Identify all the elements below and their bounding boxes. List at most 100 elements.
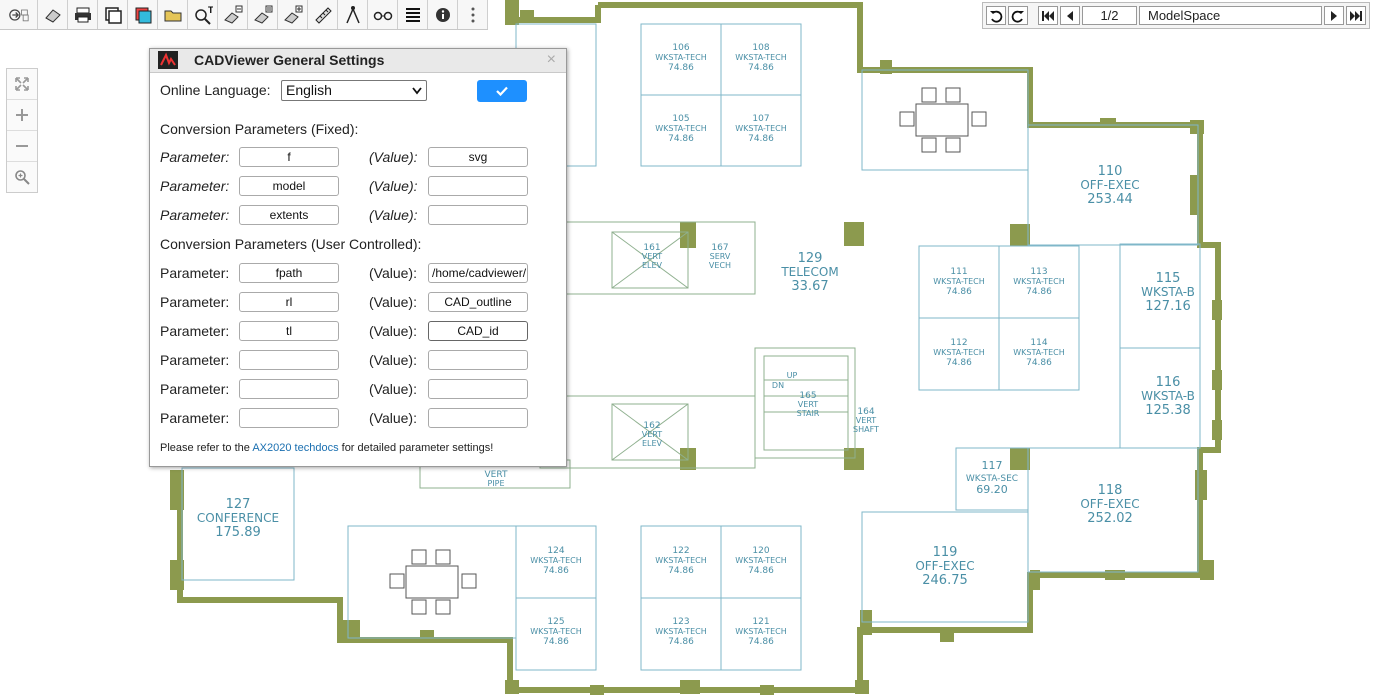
main-toolbar: T [0, 0, 488, 30]
room-name: OFF-EXEC [1080, 497, 1139, 511]
zoom-out-button[interactable] [7, 131, 37, 162]
page-color-button[interactable] [128, 0, 158, 29]
room-name: WKSTA-TECH [735, 124, 787, 133]
space-field[interactable]: ModelSpace [1139, 6, 1322, 25]
room-name: VERT [856, 416, 877, 425]
parameter-label: Parameter: [160, 323, 230, 339]
last-page-button[interactable] [1346, 6, 1366, 25]
value-label: (Value): [369, 352, 417, 368]
clear-minus-button[interactable] [218, 0, 248, 29]
core-lines [419, 221, 856, 489]
undo-button[interactable] [986, 6, 1006, 25]
value-label: (Value): [369, 207, 418, 223]
compass-button[interactable] [338, 0, 368, 29]
parameter-input[interactable]: f [239, 147, 339, 167]
clear-swap-button[interactable] [248, 0, 278, 29]
minus-icon [16, 145, 28, 147]
glasses-icon [373, 11, 392, 20]
parameter-input[interactable]: tl [239, 321, 339, 341]
room-area: 74.86 [748, 63, 774, 73]
value-label: (Value): [369, 410, 417, 426]
open-folder-button[interactable] [158, 0, 188, 29]
parameter-input[interactable] [239, 408, 339, 428]
lines-button[interactable] [398, 0, 428, 29]
page-number-field[interactable]: 1/2 [1082, 6, 1137, 25]
room-num: 114 [1030, 338, 1047, 348]
room-area: SHAFT [853, 425, 879, 434]
room-num: 129 [798, 251, 823, 266]
print-icon [74, 7, 91, 22]
zoom-extents-button[interactable] [7, 69, 37, 100]
room-labels: 106WKSTA-TECH74.86108WKSTA-TECH74.86105W… [197, 43, 1195, 647]
dialog-header[interactable]: CADViewer General Settings × [150, 49, 566, 73]
language-select[interactable]: English [281, 80, 427, 101]
zoom-window-button[interactable] [7, 162, 37, 192]
room-name: OFF-EXEC [1080, 178, 1139, 192]
print-button[interactable] [68, 0, 98, 29]
value-input[interactable] [428, 350, 528, 370]
parameter-input[interactable]: model [239, 176, 339, 196]
page-button[interactable] [98, 0, 128, 29]
room-name: WKSTA-TECH [530, 556, 582, 565]
footnote-prefix: Please refer to the [160, 442, 253, 454]
glasses-button[interactable] [368, 0, 398, 29]
room-name: VERT [642, 430, 663, 439]
navigate-button[interactable] [0, 0, 38, 29]
more-button[interactable] [458, 0, 488, 29]
info-button[interactable] [428, 0, 458, 29]
room-num: 162 [643, 421, 660, 431]
zoom-text-button[interactable]: T [188, 0, 218, 29]
value-input[interactable]: CAD_id [428, 321, 528, 341]
room-area: 74.86 [946, 358, 972, 368]
parameter-input[interactable] [239, 379, 339, 399]
apply-button[interactable] [477, 80, 527, 102]
room-num: 165 [799, 391, 816, 401]
room-num: 113 [1030, 267, 1047, 277]
previous-page-icon [1067, 10, 1073, 21]
first-page-button[interactable] [1038, 6, 1058, 25]
furniture [389, 87, 987, 615]
value-input[interactable] [428, 176, 528, 196]
close-button[interactable]: × [546, 51, 556, 68]
room-num: 106 [672, 43, 689, 53]
room-name: VERT [798, 400, 819, 409]
room-area: 74.86 [946, 287, 972, 297]
parameter-input[interactable] [239, 350, 339, 370]
techdocs-link[interactable]: AX2020 techdocs [252, 442, 339, 454]
clear-plus-button[interactable] [278, 0, 308, 29]
parameter-input[interactable]: rl [239, 292, 339, 312]
value-label: (Value): [369, 294, 417, 310]
room-area: VECH [709, 261, 731, 270]
room-num: 105 [672, 114, 689, 124]
next-page-button[interactable] [1324, 6, 1344, 25]
measure-button[interactable] [308, 0, 338, 29]
room-area: STAIR [797, 409, 820, 418]
parameter-label: Parameter: [160, 294, 230, 310]
more-icon [471, 7, 474, 22]
room-area: 33.67 [791, 279, 828, 294]
value-input[interactable] [428, 408, 528, 428]
parameter-input[interactable]: fpath [239, 263, 339, 283]
previous-page-button[interactable] [1060, 6, 1080, 25]
value-input[interactable]: /home/cadviewer/ [428, 263, 528, 283]
parameter-input[interactable]: extents [239, 205, 339, 225]
value-input[interactable] [428, 205, 528, 225]
value-input[interactable] [428, 379, 528, 399]
value-input[interactable]: CAD_outline [428, 292, 528, 312]
redo-button[interactable] [1008, 6, 1028, 25]
room-name: WKSTA-TECH [933, 348, 985, 357]
room-name: CONFERENCE [197, 511, 279, 525]
parameter-label: Parameter: [160, 178, 230, 194]
clear-minus-icon [223, 5, 242, 24]
room-name: WKSTA-SEC [966, 474, 1018, 484]
room-area: 246.75 [922, 573, 968, 588]
value-label: (Value): [369, 178, 418, 194]
page-color-icon [135, 7, 151, 23]
clear-icon [44, 8, 61, 23]
clear-button[interactable] [38, 0, 68, 29]
value-input[interactable]: svg [428, 147, 528, 167]
zoom-in-button[interactable] [7, 100, 37, 131]
room-num: 119 [933, 545, 958, 560]
stair-up-label: UP [787, 371, 798, 380]
